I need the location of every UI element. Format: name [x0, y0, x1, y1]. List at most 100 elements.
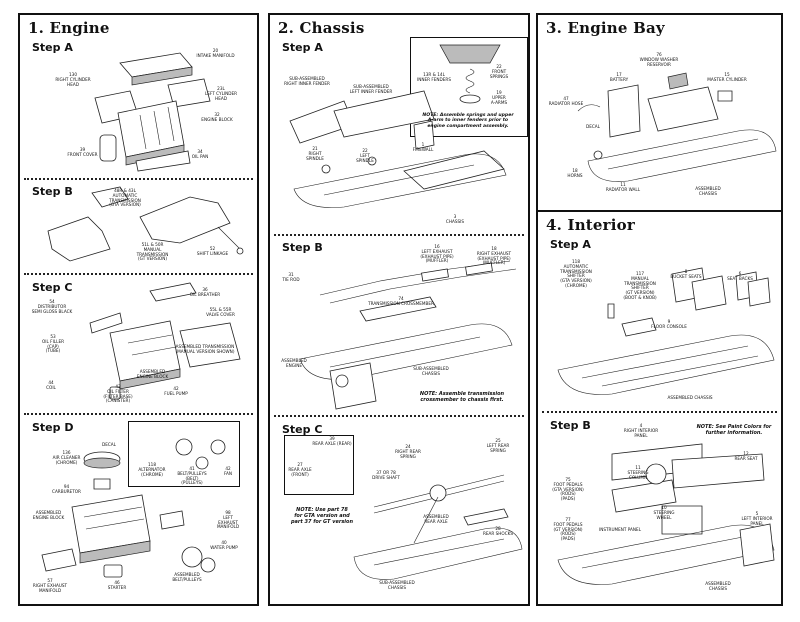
- chassis-c-label-4: 37 OR 78 DRIVE SHAFT: [372, 470, 400, 480]
- chassis-c-label-3: 24 RIGHT REAR SPRING: [395, 444, 421, 459]
- chassis-b-label-1: 16 LEFT EXHAUST (Exhaust Pipe) (Muffler): [420, 244, 454, 264]
- chassis-b-label-5: ASSEMBLED ENGINE: [281, 358, 307, 368]
- interior-b-label-7: INSTRUMENT PANEL: [598, 527, 642, 532]
- bay-label-6: 18 HORNS: [567, 168, 583, 178]
- chassis-b-label-6: SUB-ASSEMBLED CHASSIS: [413, 366, 449, 376]
- engine-d-label-7: ASSEMBLED ENGINE BLOCK: [32, 510, 65, 520]
- chassis-b-label-3: 31 TIE ROD: [282, 272, 300, 282]
- engine-panel: 1. Engine Step A 130 RIGHT CYLINDER HEAD…: [18, 13, 259, 606]
- engine-b-label-1: 48R & 43L AUTOMATIC TRANSMISSION (GTA VE…: [109, 188, 141, 208]
- chassis-a-label-8: 1 FIREWALL: [412, 142, 434, 152]
- engine-step-c-title: Step C: [32, 281, 73, 294]
- spring-detail-illustration: [430, 45, 510, 105]
- chassis-exhaust-illustration: [290, 251, 520, 411]
- interior-b-note: NOTE: See Paint Colors for further infor…: [696, 424, 772, 436]
- engine-title: 1. Engine: [28, 19, 110, 37]
- engine-d-label-9: 40 WATER PUMP: [210, 540, 238, 550]
- engine-d-label-5: 41 BELT/PULLEYS (Belt) (Pulleys): [177, 466, 207, 486]
- engine-d-label-11: 57 RIGHT EXHAUST MANIFOLD: [32, 578, 68, 593]
- engine-c-label-9: 42 FUEL PUMP: [164, 386, 188, 396]
- interior-panels-illustration: [552, 440, 780, 600]
- chassis-c-label-6: ASSEMBLED REAR AXLE: [423, 514, 449, 524]
- interior-b-label-8: 5 LEFT INTERIOR PANEL: [741, 511, 773, 526]
- engine-bay-title: 3. Engine Bay: [546, 19, 665, 37]
- engine-c-label-1: 54 DISTRIBUTOR SEMI GLOSS BLACK: [31, 299, 73, 314]
- chassis-a-label-1: SUB-ASSEMBLED RIGHT INNER FENDER: [284, 76, 330, 86]
- engine-c-label-6: ASSEMBLED TRANSMISSION (Manual version s…: [175, 344, 235, 354]
- bay-label-1: 76 WINDOW WASHER RESERVOIR: [639, 52, 679, 67]
- engine-a-label-3: 23L LEFT CYLINDER HEAD: [204, 86, 238, 101]
- interior-a-label-1: 117 MANUAL TRANSMISSION SHIFTER (GT VERS…: [623, 271, 657, 300]
- bay-label-4: 47 RADIATOR HOSE: [548, 96, 584, 106]
- engine-a-label-6: 34 OIL PAN: [191, 149, 209, 159]
- engine-d-label-1: DECAL: [102, 442, 116, 447]
- interior-b-label-6: 77 FOOT PEDALS (GT VERSION) (Rods) (Pads…: [553, 517, 583, 542]
- chassis-a-note: NOTE: Assemble springs and upper A-arm t…: [422, 113, 514, 129]
- chassis-a-label-7: 22 LEFT SPINDLE: [356, 148, 374, 163]
- engine-step-b-title: Step B: [32, 185, 73, 198]
- engine-divider-3: [24, 413, 253, 415]
- chassis-rear-axle-illustration: [354, 447, 524, 597]
- chassis-b-label-4: 74 TRANSMISSION CROSSMEMBER: [368, 296, 434, 306]
- interior-b-label-2: 12 REAR SEAT: [734, 451, 758, 461]
- engine-c-label-8: 43 OIL FILTER (Filter Base) (Canister): [103, 384, 133, 404]
- chassis-c-note: NOTE: Use part 78 for GTA version and pa…: [290, 507, 354, 525]
- engine-accessories-illustration: [80, 283, 250, 403]
- engine-c-label-3: 55L & 55R VALVE COVER: [206, 307, 235, 317]
- engine-bay-panel: 3. Engine Bay 76 WINDOW WASHER RESERVOIR…: [536, 13, 783, 212]
- chassis-divider-2: [274, 415, 524, 417]
- engine-b-label-2: 51L & 50R MANUAL TRANSMISSION (GT VERSIO…: [136, 242, 169, 262]
- engine-d-label-2: 136 AIR CLEANER (Chrome): [52, 450, 81, 465]
- bay-label-2: 17 BATTERY: [609, 72, 629, 82]
- chassis-panel: 2. Chassis Step A SUB-ASSEMBLED RIGHT IN…: [268, 13, 530, 606]
- interior-seats-illustration: [552, 260, 780, 410]
- chassis-c-label-5: 25 LEFT REAR SPRING: [486, 438, 510, 453]
- chassis-step-b-title: Step B: [282, 241, 323, 254]
- engine-c-label-7: 44 COIL: [46, 380, 56, 390]
- chassis-b-note: NOTE: Assemble transmission crossmember …: [419, 391, 505, 403]
- engine-divider-1: [24, 178, 253, 180]
- chassis-c-label-2: 27 REAR AXLE (FRONT): [288, 462, 312, 477]
- engine-b-label-3: 52 SHIFT LINKAGE: [196, 246, 229, 256]
- interior-b-label-1: 4 RIGHT INTERIOR PANEL: [623, 423, 659, 438]
- interior-a-label-2: 8 BUCKET SEATS: [670, 269, 702, 279]
- bay-label-8: ASSEMBLED CHASSIS: [695, 186, 721, 196]
- chassis-c-label-1: 39 REAR AXLE (REAR): [312, 436, 352, 446]
- engine-a-label-1: 130 RIGHT CYLINDER HEAD: [55, 72, 91, 87]
- engine-step-d-title: Step D: [32, 421, 74, 434]
- interior-a-label-4: 118 AUTOMATIC TRANSMISSION SHIFTER (GTA …: [560, 259, 592, 288]
- interior-step-b-title: Step B: [550, 419, 591, 432]
- engine-d-label-10: ASSEMBLED BELT/PULLEYS: [172, 572, 202, 582]
- interior-b-label-5: 10 STEERING WHEEL: [653, 505, 675, 520]
- engine-step-a-title: Step A: [32, 41, 73, 54]
- interior-a-label-6: ASSEMBLED CHASSIS: [667, 395, 713, 400]
- engine-block-illustration: [80, 53, 220, 173]
- engine-c-label-5: ASSEMBLED ENGINE BLOCK: [136, 369, 169, 379]
- engine-d-label-12: 46 STARTER: [107, 580, 127, 590]
- chassis-frame-illustration: [284, 85, 514, 215]
- engine-d-label-6: 42 FAN: [223, 466, 233, 476]
- interior-b-label-4: 75 FOOT PEDALS (GTA VERSION) (Rods) (Pad…: [552, 477, 584, 502]
- interior-divider-1: [542, 411, 777, 413]
- transmission-illustration: [40, 187, 250, 267]
- bay-label-7: 11 RADIATOR WALL: [605, 182, 641, 192]
- bay-label-3: 15 MASTER CYLINDER: [707, 72, 747, 82]
- chassis-step-c-title: Step C: [282, 423, 323, 436]
- engine-dressup-illustration: [32, 445, 232, 595]
- interior-a-label-3: 6 SEAT BACKS: [727, 271, 753, 281]
- chassis-c-axle-inset: [284, 435, 354, 495]
- chassis-a-label-4: 22 FRONT SPRINGS: [489, 64, 509, 79]
- chassis-a-label-2: SUB-ASSEMBLED LEFT INNER FENDER: [349, 84, 393, 94]
- engine-d-label-8: 98 LEFT EXHAUST MANIFOLD: [216, 510, 240, 530]
- engine-d-label-3: 94 CARBURETOR: [52, 484, 81, 494]
- chassis-step-a-title: Step A: [282, 41, 323, 54]
- chassis-a-label-6: 21 RIGHT SPINDLE: [306, 146, 324, 161]
- chassis-b-label-2: 18 RIGHT EXHAUST (Exhaust Pipe) (Muffler…: [476, 246, 512, 266]
- chassis-a-label-9: 3 CHASSIS: [445, 214, 465, 224]
- chassis-a-label-5: 19 UPPER A-ARMS: [490, 90, 508, 105]
- interior-a-label-5: 9 FLOOR CONSOLE: [651, 319, 687, 329]
- chassis-divider-1: [274, 234, 524, 236]
- bay-label-5: DECAL: [586, 124, 600, 129]
- engine-c-label-4: 53 OIL FILLER (Cap) (Tube): [41, 334, 65, 354]
- engine-a-label-5: 39 FRONT COVER: [67, 147, 98, 157]
